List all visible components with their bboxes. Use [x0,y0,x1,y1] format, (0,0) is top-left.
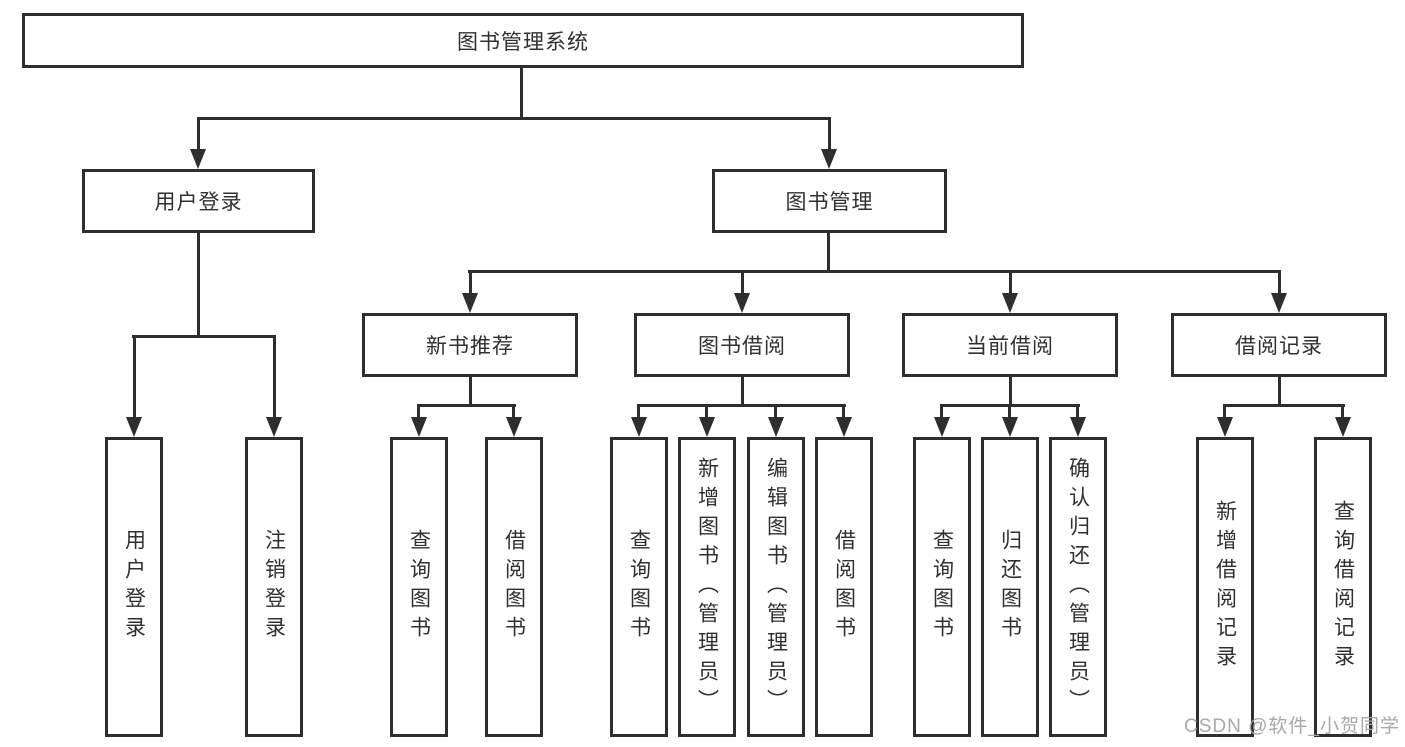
leaf-query-books-current: 查询图书 [913,437,971,737]
arrowhead-icon [1335,417,1351,437]
node-book-borrow: 图书借阅 [634,313,850,377]
leaf-borrow-books-recommend: 借阅图书 [485,437,543,737]
leaf-label: 查询图书 [930,529,954,645]
connector-line [1278,270,1281,295]
connector-line [827,233,830,273]
leaf-label: 注销登录 [262,529,286,645]
arrowhead-icon [1002,293,1018,313]
arrowhead-icon [411,417,427,437]
arrowhead-icon [126,417,142,437]
arrowhead-icon [1002,417,1018,437]
arrowhead-icon [190,149,206,169]
leaf-confirm-return-admin: 确认归还（管理员） [1049,437,1107,737]
arrowhead-icon [1070,417,1086,437]
arrowhead-icon [699,417,715,437]
leaf-label: 借阅图书 [832,529,856,645]
leaf-query-books-borrow: 查询图书 [610,437,668,737]
connector-line [741,377,744,407]
csdn-watermark: CSDN @软件_小贺同学 [1184,716,1400,737]
arrowhead-icon [462,293,478,313]
connector-line [417,404,516,407]
connector-line [1223,404,1226,419]
connector-line [1009,377,1012,407]
connector-line [842,404,845,419]
leaf-return-books: 归还图书 [981,437,1039,737]
arrowhead-icon [506,417,522,437]
leaf-label: 编辑图书（管理员） [764,456,788,718]
leaf-label: 用户登录 [122,529,146,645]
connector-line [512,404,515,419]
connector-line [469,270,472,295]
connector-line [1076,404,1079,419]
arrowhead-icon [836,417,852,437]
leaf-query-borrow-record: 查询借阅记录 [1314,437,1372,737]
connector-line [197,117,200,151]
connector-line [1278,377,1281,407]
connector-line [637,404,846,407]
arrowhead-icon [631,417,647,437]
leaf-edit-books-admin: 编辑图书（管理员） [747,437,805,737]
arrowhead-icon [266,417,282,437]
leaf-logout: 注销登录 [245,437,303,737]
leaf-label: 新增借阅记录 [1213,500,1237,674]
connector-line [1223,404,1345,407]
arrowhead-icon [821,149,837,169]
connector-line [1341,404,1344,419]
arrowhead-icon [1217,417,1233,437]
leaf-borrow-books: 借阅图书 [815,437,873,737]
leaf-label: 确认归还（管理员） [1066,456,1090,718]
leaf-add-books-admin: 新增图书（管理员） [678,437,736,737]
node-new-book-recommend: 新书推荐 [362,313,578,377]
leaf-user-login: 用户登录 [105,437,163,737]
connector-line [468,270,1280,273]
connector-line [197,117,831,120]
connector-line [741,270,744,295]
connector-line [273,335,276,419]
node-library-management-system: 图书管理系统 [22,13,1024,68]
arrowhead-icon [1271,293,1287,313]
node-borrow-records: 借阅记录 [1171,313,1387,377]
connector-line [197,233,200,337]
arrowhead-icon [734,293,750,313]
connector-line [637,404,640,419]
connector-line [828,117,831,151]
arrowhead-icon [768,417,784,437]
connector-line [132,335,276,338]
leaf-add-borrow-record: 新增借阅记录 [1196,437,1254,737]
connector-line [940,404,943,419]
leaf-label: 查询图书 [627,529,651,645]
leaf-label: 查询图书 [407,529,431,645]
connector-line [705,404,708,419]
node-user-login: 用户登录 [82,169,315,233]
connector-line [133,335,136,419]
connector-line [774,404,777,419]
leaf-label: 借阅图书 [502,529,526,645]
leaf-label: 查询借阅记录 [1331,500,1355,674]
connector-line [417,404,420,419]
connector-line [520,67,523,120]
connector-line [1009,270,1012,295]
leaf-label: 新增图书（管理员） [695,456,719,718]
leaf-label: 归还图书 [998,529,1022,645]
connector-line [469,377,472,407]
leaf-query-books-recommend: 查询图书 [390,437,448,737]
node-current-borrow: 当前借阅 [902,313,1118,377]
node-book-management: 图书管理 [712,169,947,233]
connector-line [1008,404,1011,419]
arrowhead-icon [934,417,950,437]
